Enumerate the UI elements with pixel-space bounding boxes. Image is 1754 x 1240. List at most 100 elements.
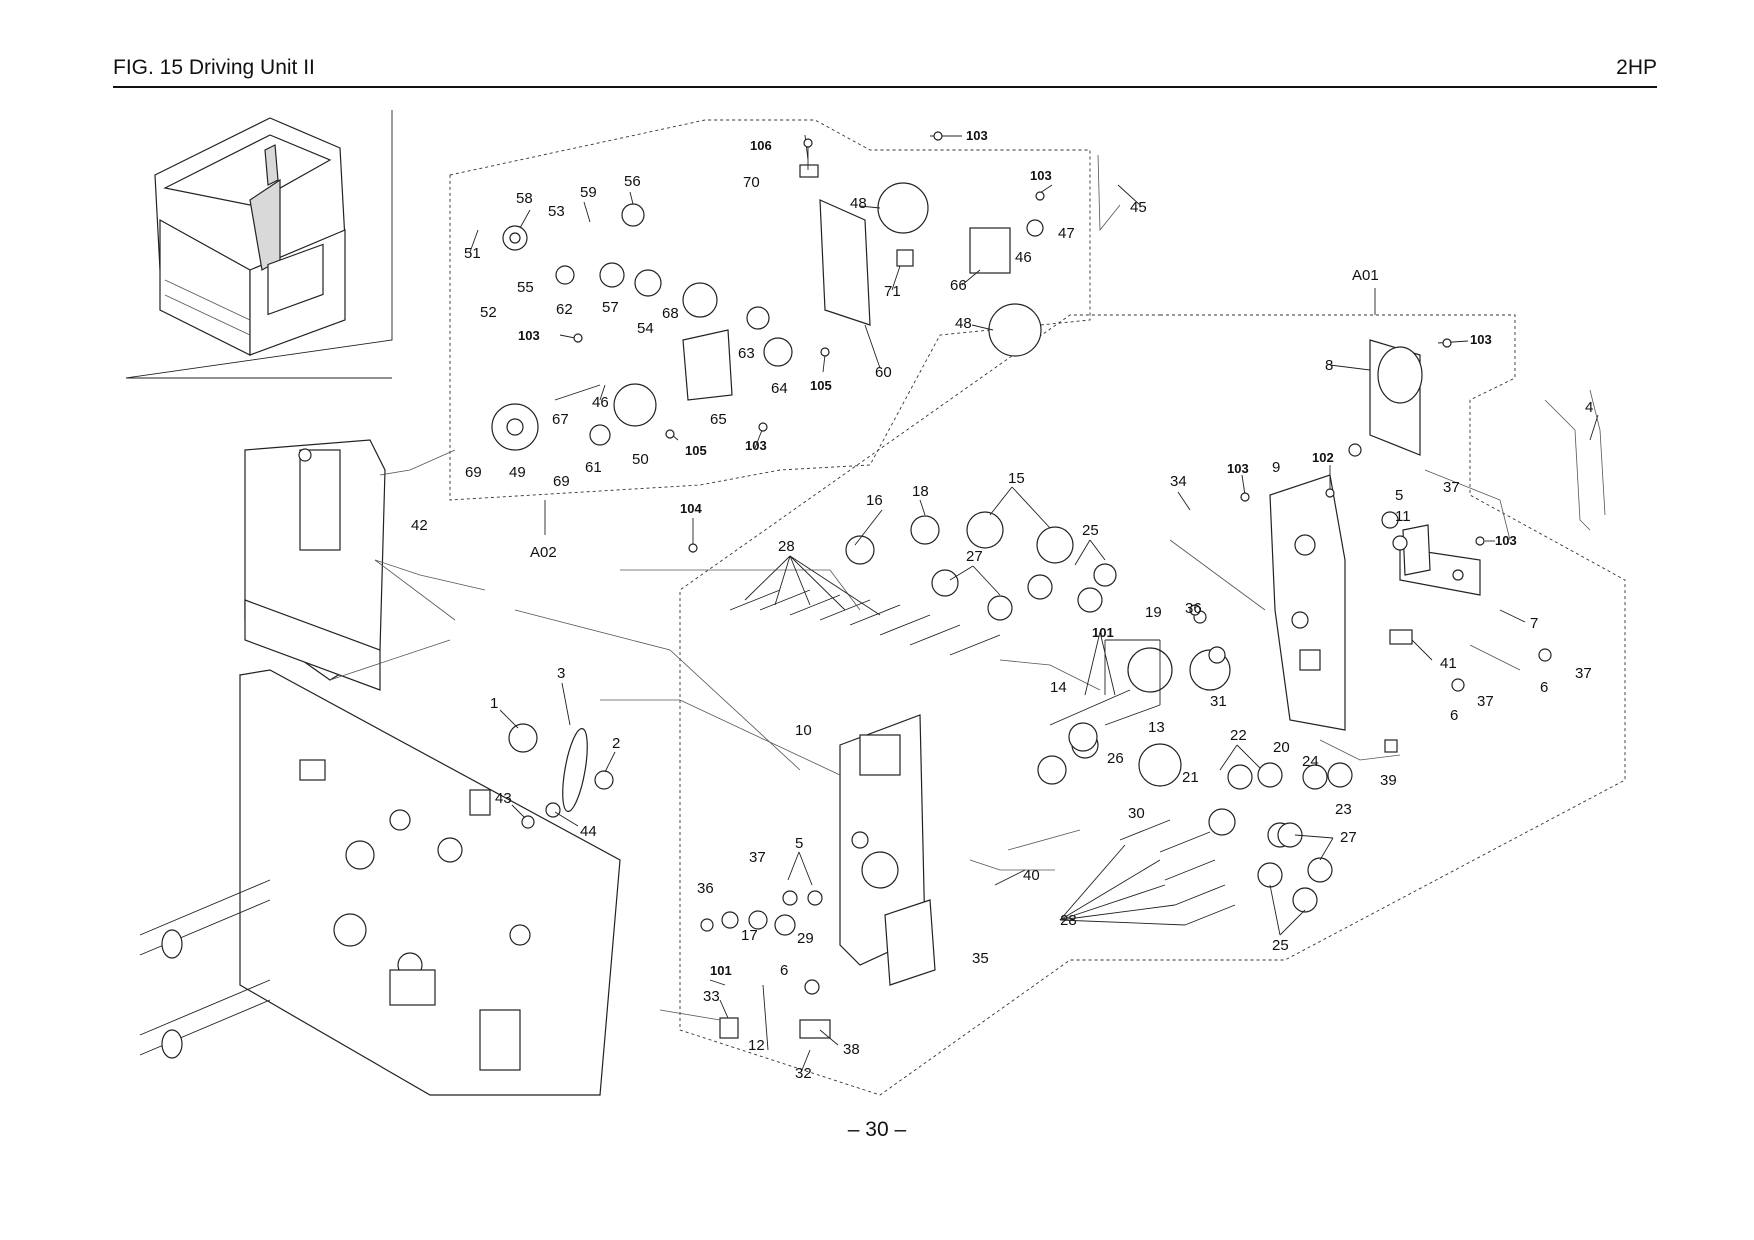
callout-27b: 27 xyxy=(1340,829,1357,846)
callout-64: 64 xyxy=(771,380,788,397)
callout-52: 52 xyxy=(480,304,497,321)
callout-7: 7 xyxy=(1530,615,1538,632)
callout-37a: 37 xyxy=(1443,479,1460,496)
callout-30: 30 xyxy=(1128,805,1145,822)
callout-32: 32 xyxy=(795,1065,812,1082)
callout-1: 1 xyxy=(490,695,498,712)
callout-9: 9 xyxy=(1272,459,1280,476)
callout-29: 29 xyxy=(797,930,814,947)
routing-lines xyxy=(329,154,1606,1021)
callout-42: 42 xyxy=(411,517,428,534)
callout-6b: 6 xyxy=(1450,707,1458,724)
callout-103b: 103 xyxy=(1030,168,1052,183)
callout-70: 70 xyxy=(743,174,760,191)
callout-103f: 103 xyxy=(1470,332,1492,347)
callout-5b: 5 xyxy=(795,835,803,852)
callout-47: 47 xyxy=(1058,225,1075,242)
callout-20: 20 xyxy=(1273,739,1290,756)
callout-31: 31 xyxy=(1210,693,1227,710)
callout-41: 41 xyxy=(1440,655,1457,672)
callout-34: 34 xyxy=(1170,473,1187,490)
callout-27a: 27 xyxy=(966,548,983,565)
callout-106: 106 xyxy=(750,138,772,153)
callout-103e: 103 xyxy=(1227,461,1249,476)
callout-102: 102 xyxy=(1312,450,1334,465)
callout-103c: 103 xyxy=(518,328,540,343)
a01-drive-plates xyxy=(839,339,1481,986)
callout-14: 14 xyxy=(1050,679,1067,696)
callout-45: 45 xyxy=(1130,199,1147,216)
machine-overview-inset xyxy=(125,110,393,379)
callout-104: 104 xyxy=(680,501,702,516)
callout-5a: 5 xyxy=(1395,487,1403,504)
callout-105b: 105 xyxy=(685,443,707,458)
callout-13: 13 xyxy=(1148,719,1165,736)
callout-49: 49 xyxy=(509,464,526,481)
callout-69b: 69 xyxy=(553,473,570,490)
callout-65: 65 xyxy=(710,411,727,428)
callout-6a: 6 xyxy=(1540,679,1548,696)
callout-17: 17 xyxy=(741,927,758,944)
callout-37c: 37 xyxy=(1477,693,1494,710)
callout-43: 43 xyxy=(495,790,512,807)
callout-21: 21 xyxy=(1182,769,1199,786)
callout-46b: 46 xyxy=(592,394,609,411)
callout-25a: 25 xyxy=(1082,522,1099,539)
callout-8: 8 xyxy=(1325,357,1333,374)
figure-title: FIG. 15 Driving Unit II xyxy=(113,56,315,79)
callout-38: 38 xyxy=(843,1041,860,1058)
callout-23: 23 xyxy=(1335,801,1352,818)
callout-36a: 36 xyxy=(1185,600,1202,617)
callout-12: 12 xyxy=(748,1037,765,1054)
callout-55: 55 xyxy=(517,279,534,296)
callout-103g: 103 xyxy=(1495,533,1517,548)
callout-18: 18 xyxy=(912,483,929,500)
callout-60: 60 xyxy=(875,364,892,381)
callout-67: 67 xyxy=(552,411,569,428)
callout-6c: 6 xyxy=(780,962,788,979)
callout-63: 63 xyxy=(738,345,755,362)
callout-46a: 46 xyxy=(1015,249,1032,266)
callout-48a: 48 xyxy=(850,195,867,212)
callout-105a: 105 xyxy=(810,378,832,393)
callout-36b: 36 xyxy=(697,880,714,897)
assembly-label-a01: A01 xyxy=(1352,267,1379,284)
callout-50: 50 xyxy=(632,451,649,468)
callout-15: 15 xyxy=(1008,470,1025,487)
callout-39: 39 xyxy=(1380,772,1397,789)
callout-25b: 25 xyxy=(1272,937,1289,954)
callout-44: 44 xyxy=(580,823,597,840)
callout-3: 3 xyxy=(557,665,565,682)
callout-56: 56 xyxy=(624,173,641,190)
callout-37b: 37 xyxy=(1575,665,1592,682)
callout-16: 16 xyxy=(866,492,883,509)
header-rule xyxy=(113,86,1657,88)
callout-40: 40 xyxy=(1023,867,1040,884)
callout-48b: 48 xyxy=(955,315,972,332)
page-number: – 30 – xyxy=(847,1118,907,1141)
callout-66: 66 xyxy=(950,277,967,294)
callout-19: 19 xyxy=(1145,604,1162,621)
callout-103a: 103 xyxy=(966,128,988,143)
callout-54: 54 xyxy=(637,320,654,337)
callout-33: 33 xyxy=(703,988,720,1005)
gear-parts xyxy=(491,164,1552,1039)
model-code: 2HP xyxy=(1616,56,1657,79)
callout-11: 11 xyxy=(1395,508,1411,525)
callout-101b: 101 xyxy=(710,963,732,978)
callout-61: 61 xyxy=(585,459,602,476)
assembly-a01: A01 xyxy=(679,267,1626,1096)
callout-22: 22 xyxy=(1230,727,1247,744)
callout-57: 57 xyxy=(602,299,619,316)
callout-101a: 101 xyxy=(1092,625,1114,640)
callout-53: 53 xyxy=(548,203,565,220)
screws xyxy=(559,131,1495,553)
callout-4: 4 xyxy=(1585,399,1593,416)
callout-58: 58 xyxy=(516,190,533,207)
callout-26: 26 xyxy=(1107,750,1124,767)
callout-68: 68 xyxy=(662,305,679,322)
main-frame-left xyxy=(139,439,621,1096)
callout-labels: 1 3 2 43 44 42 4 8 9 5 11 37 7 41 6 37 6… xyxy=(411,128,1593,1082)
callout-71: 71 xyxy=(884,283,901,300)
